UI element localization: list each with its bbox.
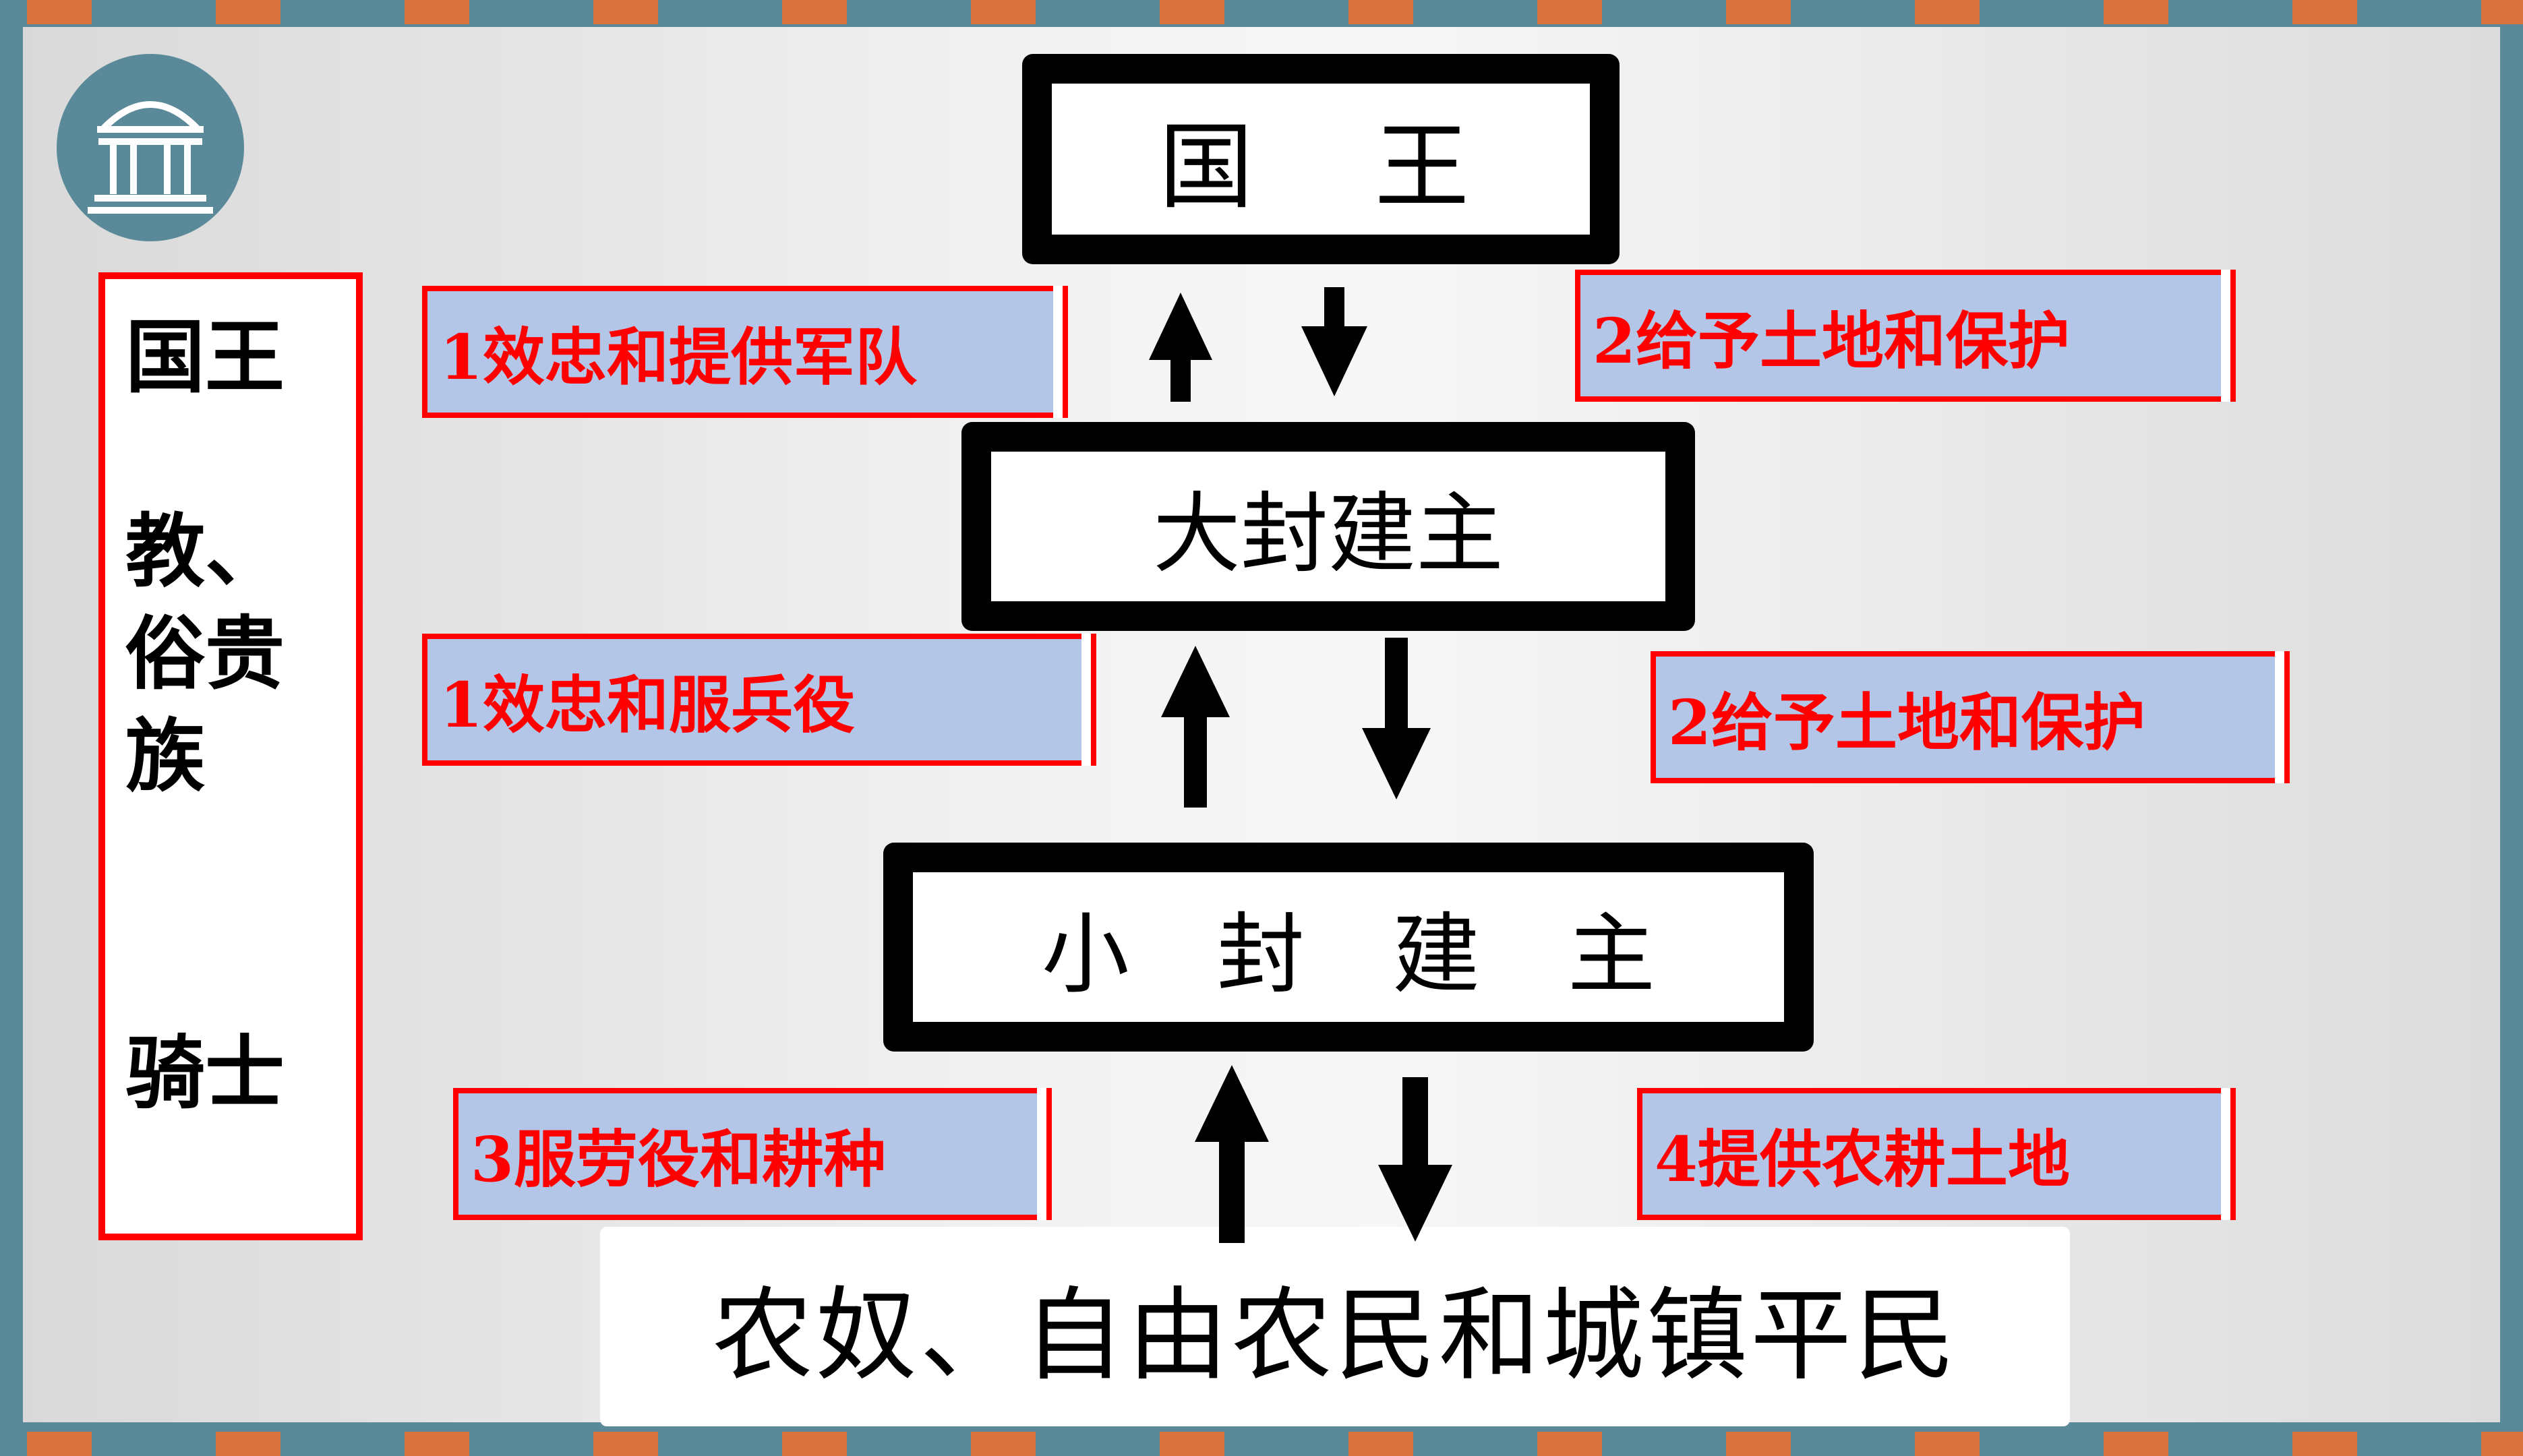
stripe-block xyxy=(782,1432,847,1456)
stripe-block xyxy=(1632,1432,1696,1456)
stripe-block xyxy=(1632,0,1696,24)
stripe-block xyxy=(1160,0,1224,24)
stripe-block xyxy=(1254,1432,1319,1456)
stripe-block xyxy=(688,0,752,24)
stripe-block xyxy=(1537,0,1602,24)
top-stripe xyxy=(0,0,2523,24)
arrow-down-2 xyxy=(1362,638,1431,799)
stripe-block xyxy=(593,0,658,24)
stripe-block xyxy=(2198,0,2263,24)
relation-lesser-to-peasant: 4提供农耕土地 xyxy=(1637,1088,2236,1220)
stripe-block xyxy=(310,1432,375,1456)
stripe-block xyxy=(1537,1432,1602,1456)
stripe-block xyxy=(1065,0,1130,24)
lesser-lords-label: 小 封 建 主 xyxy=(1041,903,1655,1006)
stripe-block xyxy=(27,1432,92,1456)
stripe-block xyxy=(1726,1432,1791,1456)
stripe-block xyxy=(2009,0,2074,24)
sidebar-nobles-line1: 教、 xyxy=(125,505,285,598)
stripe-block xyxy=(2387,1432,2452,1456)
arrow-down-1 xyxy=(1301,287,1367,396)
stripe-block xyxy=(2198,1432,2263,1456)
relation-lesser-to-great: 1效忠和服兵役 xyxy=(422,634,1096,766)
king-box: 国 王 xyxy=(1022,54,1620,264)
stripe-block xyxy=(499,0,564,24)
stripe-block xyxy=(782,0,847,24)
class-sidebar: 国王 教、 俗贵 族 骑士 xyxy=(98,272,363,1240)
stripe-block xyxy=(1443,0,1508,24)
relation-king-to-lord-text: 2给予土地和保护 xyxy=(1593,304,2071,377)
stripe-block xyxy=(1726,0,1791,24)
stripe-block xyxy=(1443,1432,1508,1456)
stripe-block xyxy=(1915,1432,1980,1456)
stripe-block xyxy=(2292,1432,2357,1456)
stripe-block xyxy=(216,0,280,24)
stripe-block xyxy=(1160,1432,1224,1456)
relation-great-to-lesser-text: 2给予土地和保护 xyxy=(1668,686,2146,759)
stripe-block xyxy=(405,0,469,24)
stripe-block xyxy=(877,1432,941,1456)
logo-badge xyxy=(57,54,244,241)
arrow-up-1 xyxy=(1149,293,1212,402)
stripe-block xyxy=(1820,1432,1885,1456)
stripe-block xyxy=(2481,0,2523,24)
king-label: 国 王 xyxy=(1158,113,1483,222)
stripe-block xyxy=(216,1432,280,1456)
stripe-block xyxy=(1348,1432,1413,1456)
stripe-block xyxy=(1065,1432,1130,1456)
relation-lord-to-king-text: 1效忠和提供军队 xyxy=(440,320,918,394)
bottom-stripe xyxy=(0,1432,2523,1456)
stripe-block xyxy=(593,1432,658,1456)
temple-icon xyxy=(88,101,213,214)
stripe-block xyxy=(27,0,92,24)
stripe-block xyxy=(971,0,1036,24)
peasants-label: 农奴、自由农民和城镇平民 xyxy=(711,1277,1958,1395)
stripe-block xyxy=(688,1432,752,1456)
stripe-block xyxy=(310,0,375,24)
peasants-box: 农奴、自由农民和城镇平民 xyxy=(600,1227,2070,1426)
stripe-block xyxy=(1820,0,1885,24)
stripe-block xyxy=(499,1432,564,1456)
relation-peasant-to-lesser-text: 3服劳役和耕种 xyxy=(471,1122,887,1196)
sidebar-knights: 骑士 xyxy=(125,1027,285,1120)
arrow-up-2 xyxy=(1161,646,1230,808)
sidebar-nobles-line2: 俗贵 xyxy=(125,607,285,700)
stripe-block xyxy=(405,1432,469,1456)
lesser-lords-box: 小 封 建 主 xyxy=(883,843,1814,1052)
relation-king-to-lord: 2给予土地和保护 xyxy=(1575,270,2236,402)
stripe-block xyxy=(121,1432,186,1456)
stripe-block xyxy=(121,0,186,24)
great-lords-box: 大封建主 xyxy=(961,422,1695,631)
stripe-block xyxy=(2481,1432,2523,1456)
sidebar-king: 国王 xyxy=(125,311,285,404)
stripe-block xyxy=(2009,1432,2074,1456)
stripe-block xyxy=(2387,0,2452,24)
relation-lesser-to-peasant-text: 4提供农耕土地 xyxy=(1655,1122,2071,1196)
arrow-up-3 xyxy=(1195,1065,1269,1243)
sidebar-nobles-line3: 族 xyxy=(125,710,206,803)
great-lords-label: 大封建主 xyxy=(1152,483,1504,585)
relation-lesser-to-great-text: 1效忠和服兵役 xyxy=(440,668,856,741)
arrow-down-3 xyxy=(1378,1077,1452,1242)
stripe-block xyxy=(1254,0,1319,24)
stripe-block xyxy=(971,1432,1036,1456)
relation-great-to-lesser: 2给予土地和保护 xyxy=(1651,651,2290,783)
stripe-block xyxy=(1915,0,1980,24)
stripe-block xyxy=(2104,1432,2168,1456)
stripe-block xyxy=(2292,0,2357,24)
relation-peasant-to-lesser: 3服劳役和耕种 xyxy=(453,1088,1052,1220)
stripe-block xyxy=(1348,0,1413,24)
stripe-block xyxy=(877,0,941,24)
stripe-block xyxy=(2104,0,2168,24)
relation-lord-to-king: 1效忠和提供军队 xyxy=(422,286,1068,418)
